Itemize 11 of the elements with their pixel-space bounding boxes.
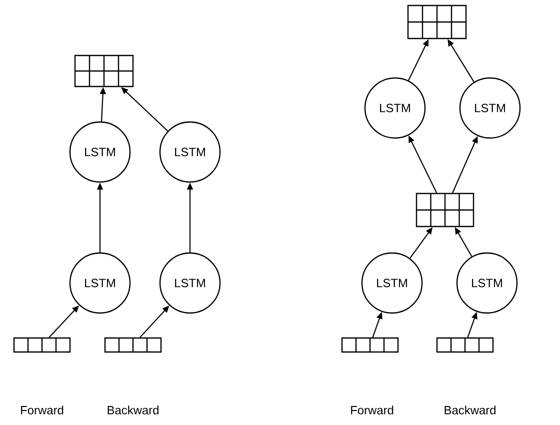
grid-block — [13, 337, 71, 353]
grid-block — [74, 54, 134, 88]
grid-block — [407, 4, 467, 40]
direction-label: Forward — [351, 406, 394, 414]
direction-label: Backward — [108, 406, 158, 414]
direction-label: Forward — [21, 406, 64, 414]
grid-block — [436, 337, 494, 353]
grid-block — [104, 337, 162, 353]
direction-label: Backward — [444, 406, 496, 414]
grid-block — [416, 192, 474, 228]
grid-block — [341, 337, 399, 353]
